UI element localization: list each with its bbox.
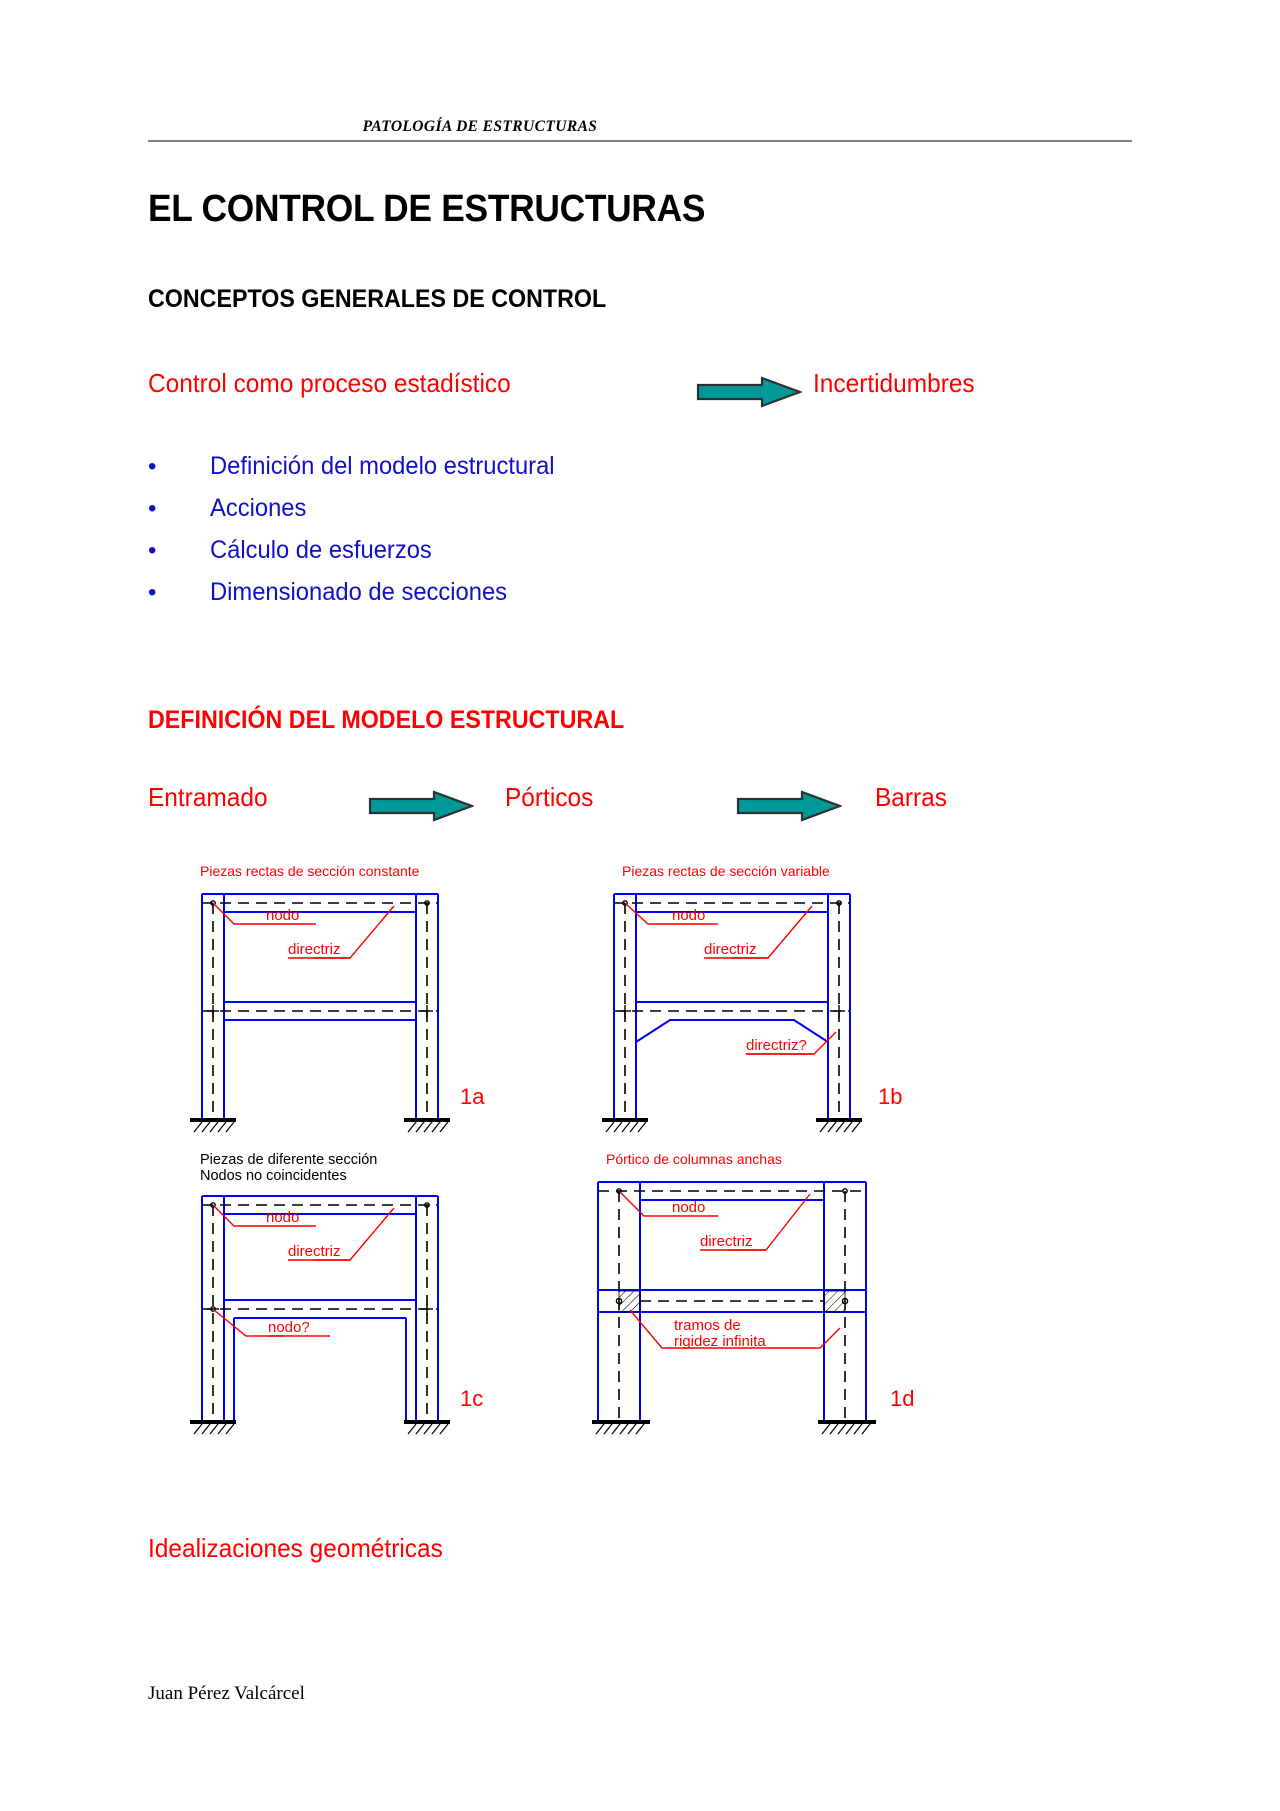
figure-1c: Piezas de diferente sección Nodos no coi… <box>188 1150 508 1440</box>
footer-author: Juan Pérez Valcárcel <box>148 1683 305 1704</box>
chain-label-entramado: Entramado <box>148 782 268 812</box>
figure-tag: 1c <box>460 1386 483 1411</box>
list-item-label: Definición del modelo estructural <box>210 452 555 480</box>
figure-label-directriz: directriz <box>704 941 757 958</box>
figure-1b: Piezas rectas de sección variable <box>600 862 930 1142</box>
figure-label-nodo: nodo <box>672 1199 705 1216</box>
figure-label-nodo-q: nodo? <box>268 1319 310 1336</box>
figure-1a: Piezas rectas de sección constante <box>188 862 508 1142</box>
chain-label-barras: Barras <box>875 782 947 812</box>
bullet-marker: • <box>148 579 157 606</box>
figure-label-nodo: nodo <box>266 1209 299 1226</box>
page-title: EL CONTROL DE ESTRUCTURAS <box>148 188 706 230</box>
bullet-marker: • <box>148 537 157 564</box>
figure-label-directriz: directriz <box>700 1233 753 1250</box>
figure-caption: Piezas rectas de sección constante <box>200 863 420 879</box>
figure-grid: Piezas rectas de sección constante <box>148 862 1132 1462</box>
figure-tag: 1d <box>890 1386 914 1411</box>
list-item: • Acciones <box>148 494 848 536</box>
figure-caption-line2: Nodos no coincidentes <box>200 1168 347 1184</box>
process-row: Control como proceso estadístico Incerti… <box>148 368 1048 408</box>
right-arrow-icon <box>368 790 474 822</box>
list-item-label: Dimensionado de secciones <box>210 578 508 606</box>
right-arrow-icon <box>696 376 802 408</box>
figure-label-tramos-line2: rigidez infinita <box>674 1333 766 1350</box>
figure-caption: Pórtico de columnas anchas <box>606 1151 782 1167</box>
figure-label-directriz: directriz <box>288 941 341 958</box>
bullet-marker: • <box>148 453 157 480</box>
figure-1d: Pórtico de columnas anchas <box>588 1150 928 1440</box>
section-heading: DEFINICIÓN DEL MODELO ESTRUCTURAL <box>148 706 625 734</box>
list-item-label: Cálculo de esfuerzos <box>210 536 432 564</box>
right-arrow-icon <box>736 790 842 822</box>
list-item: • Definición del modelo estructural <box>148 452 848 494</box>
figure-caption-line1: Piezas de diferente sección <box>200 1152 377 1168</box>
list-item-label: Acciones <box>210 494 307 522</box>
list-item: • Cálculo de esfuerzos <box>148 536 848 578</box>
bullet-list: • Definición del modelo estructural • Ac… <box>148 452 848 620</box>
figure-label-nodo: nodo <box>672 907 705 924</box>
process-left-label: Control como proceso estadístico <box>148 368 511 398</box>
process-right-label: Incertidumbres <box>813 368 975 398</box>
figure-label-directriz: directriz <box>288 1243 341 1260</box>
list-item: • Dimensionado de secciones <box>148 578 848 620</box>
bullet-marker: • <box>148 495 157 522</box>
figure-label-nodo: nodo <box>266 907 299 924</box>
figure-tag: 1b <box>878 1084 902 1109</box>
figure-caption: Piezas rectas de sección variable <box>622 863 830 879</box>
header-rule <box>148 140 1132 142</box>
chain-row: Entramado Pórticos Barras <box>148 782 1128 826</box>
chain-label-porticos: Pórticos <box>505 782 594 812</box>
figure-label-directriz-q: directriz? <box>746 1037 807 1054</box>
page-subtitle: CONCEPTOS GENERALES DE CONTROL <box>148 285 607 313</box>
closing-line: Idealizaciones geométricas <box>148 1533 443 1563</box>
running-header: PATOLOGÍA DE ESTRUCTURAS <box>148 118 1132 136</box>
figure-label-tramos-line1: tramos de <box>674 1317 741 1334</box>
running-header-text: PATOLOGÍA DE ESTRUCTURAS <box>362 118 598 135</box>
figure-tag: 1a <box>460 1084 485 1109</box>
